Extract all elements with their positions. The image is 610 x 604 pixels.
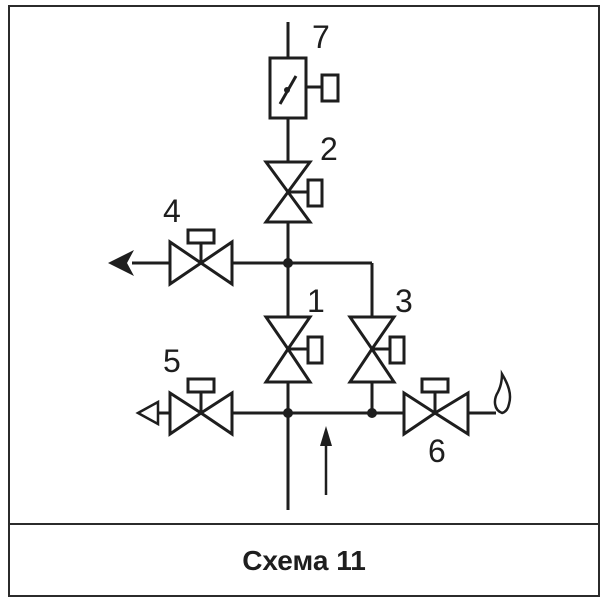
label-1: 1: [307, 283, 325, 319]
label-3: 3: [395, 283, 413, 319]
valve-3-upper: [347, 315, 397, 352]
diagram-frame: [8, 5, 600, 597]
device-7-pivot: [284, 87, 290, 93]
valve-3-actuator: [388, 335, 406, 365]
valve-4-actuator: [186, 228, 216, 245]
junction-top: [283, 258, 293, 268]
outlet-4-filled-arrow: [108, 250, 134, 276]
valve-4-left: [168, 239, 204, 287]
valve-4-right: [198, 239, 234, 287]
valve-3-lower: [347, 346, 397, 384]
valve-5-left: [168, 390, 204, 437]
valve-6-left: [402, 390, 438, 437]
valve-5-actuator: [186, 377, 216, 394]
valve-2-actuator: [306, 178, 324, 208]
valve-1-lower: [263, 346, 313, 384]
label-7: 7: [312, 19, 330, 55]
valve-1-upper: [263, 315, 313, 352]
label-2: 2: [320, 131, 338, 167]
outlet-5-open-arrow: [135, 399, 160, 427]
valve-6-right: [432, 390, 470, 437]
valve-1-actuator: [306, 335, 324, 365]
flame-icon: [493, 369, 512, 415]
valve-2-lower: [263, 189, 313, 224]
diagram-caption: Схема 11: [8, 523, 600, 597]
valve-5-right: [198, 390, 234, 437]
junction-bottom-left: [283, 408, 293, 418]
label-6: 6: [428, 433, 446, 469]
device-7-actuator: [320, 73, 340, 103]
valve-6-actuator: [420, 377, 450, 394]
valve-2-upper: [263, 160, 313, 195]
inflow-arrow-head: [320, 426, 332, 446]
label-4: 4: [163, 193, 181, 229]
label-5: 5: [163, 343, 181, 379]
junction-bottom-right: [367, 408, 377, 418]
